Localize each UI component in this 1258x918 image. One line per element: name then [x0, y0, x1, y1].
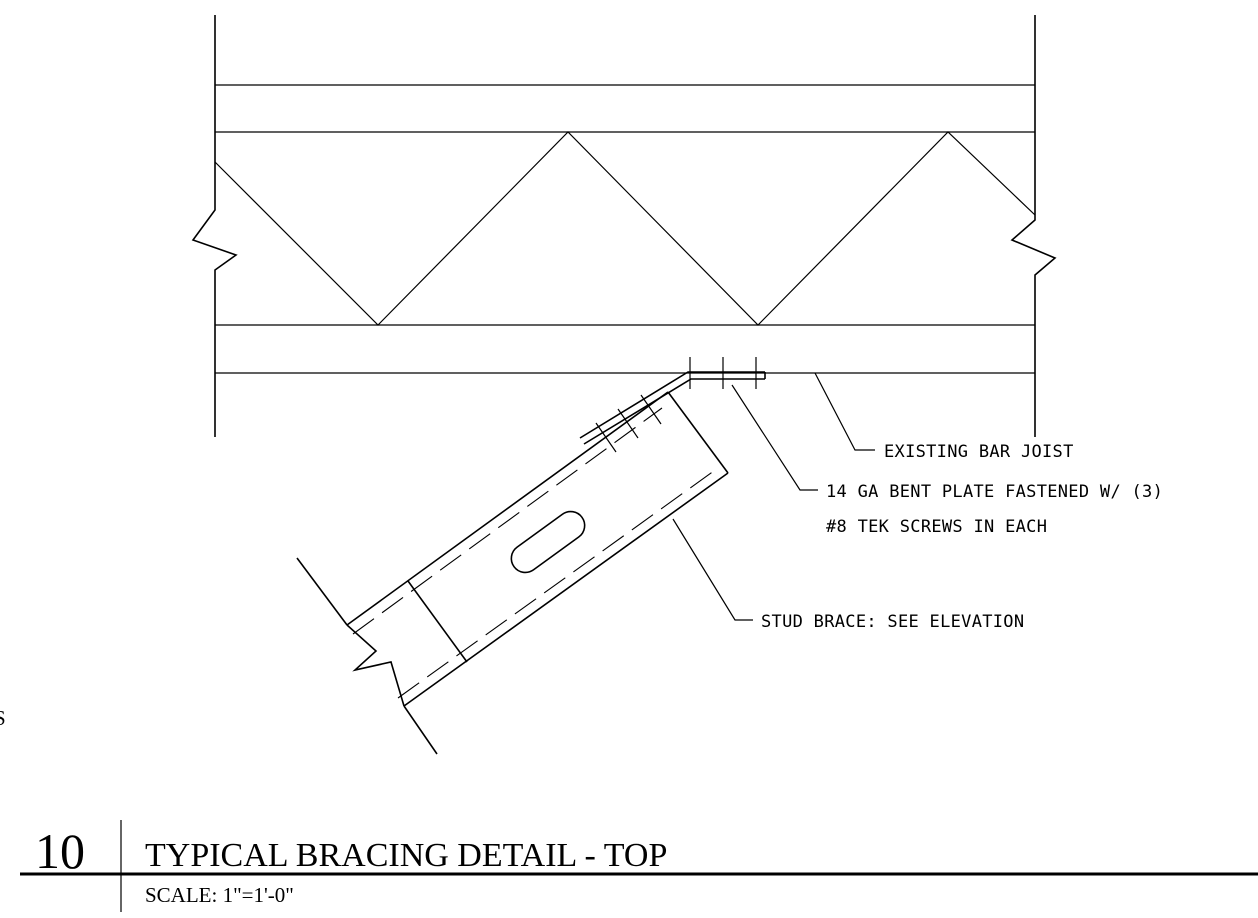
web-members [214, 131, 1036, 326]
title-block: 10 TYPICAL BRACING DETAIL - TOP SCALE: 1… [20, 820, 1258, 912]
bent-plate-inner [583, 378, 765, 445]
tek-screw-s3 [640, 394, 662, 425]
edge-fragment-text: S [0, 706, 6, 730]
callout-stud-brace: STUD BRACE: SEE ELEVATION [761, 612, 1024, 632]
stud-brace-top-dash [352, 407, 663, 635]
stud-continuation-lower [403, 705, 438, 755]
tek-screw-s2 [617, 408, 639, 439]
stud-continuation-upper [296, 557, 348, 626]
detail-number: 10 [35, 823, 85, 879]
bent-plate [579, 357, 766, 453]
stud-brace-bottom-edge [403, 472, 729, 707]
leader-stud-brace [672, 518, 753, 621]
stud-brace-end [667, 391, 729, 474]
leaders [672, 372, 875, 621]
bar-joist [191, 15, 1057, 437]
detail-title: TYPICAL BRACING DETAIL - TOP [145, 837, 667, 874]
callout-existing-bar-joist: EXISTING BAR JOIST [884, 442, 1074, 462]
bent-plate-outer [579, 371, 765, 439]
stud-break-line [346, 624, 405, 707]
stud-brace-top-edge [346, 391, 669, 626]
stud-brace-splice [407, 580, 468, 663]
joist-right-end [1010, 15, 1057, 437]
detail-scale: SCALE: 1"=1'-0" [145, 883, 294, 907]
leader-bent-plate [731, 384, 818, 491]
stud-brace-bottom-dash [397, 467, 719, 699]
callout-bent-plate-line2: #8 TEK SCREWS IN EACH [826, 517, 1047, 537]
joist-left-end [191, 15, 238, 437]
stud-brace [296, 391, 729, 755]
stud-brace-slot [510, 510, 586, 574]
leader-existing-bar-joist [814, 372, 875, 451]
callout-bent-plate-line1: 14 GA BENT PLATE FASTENED W/ (3) [826, 482, 1163, 502]
